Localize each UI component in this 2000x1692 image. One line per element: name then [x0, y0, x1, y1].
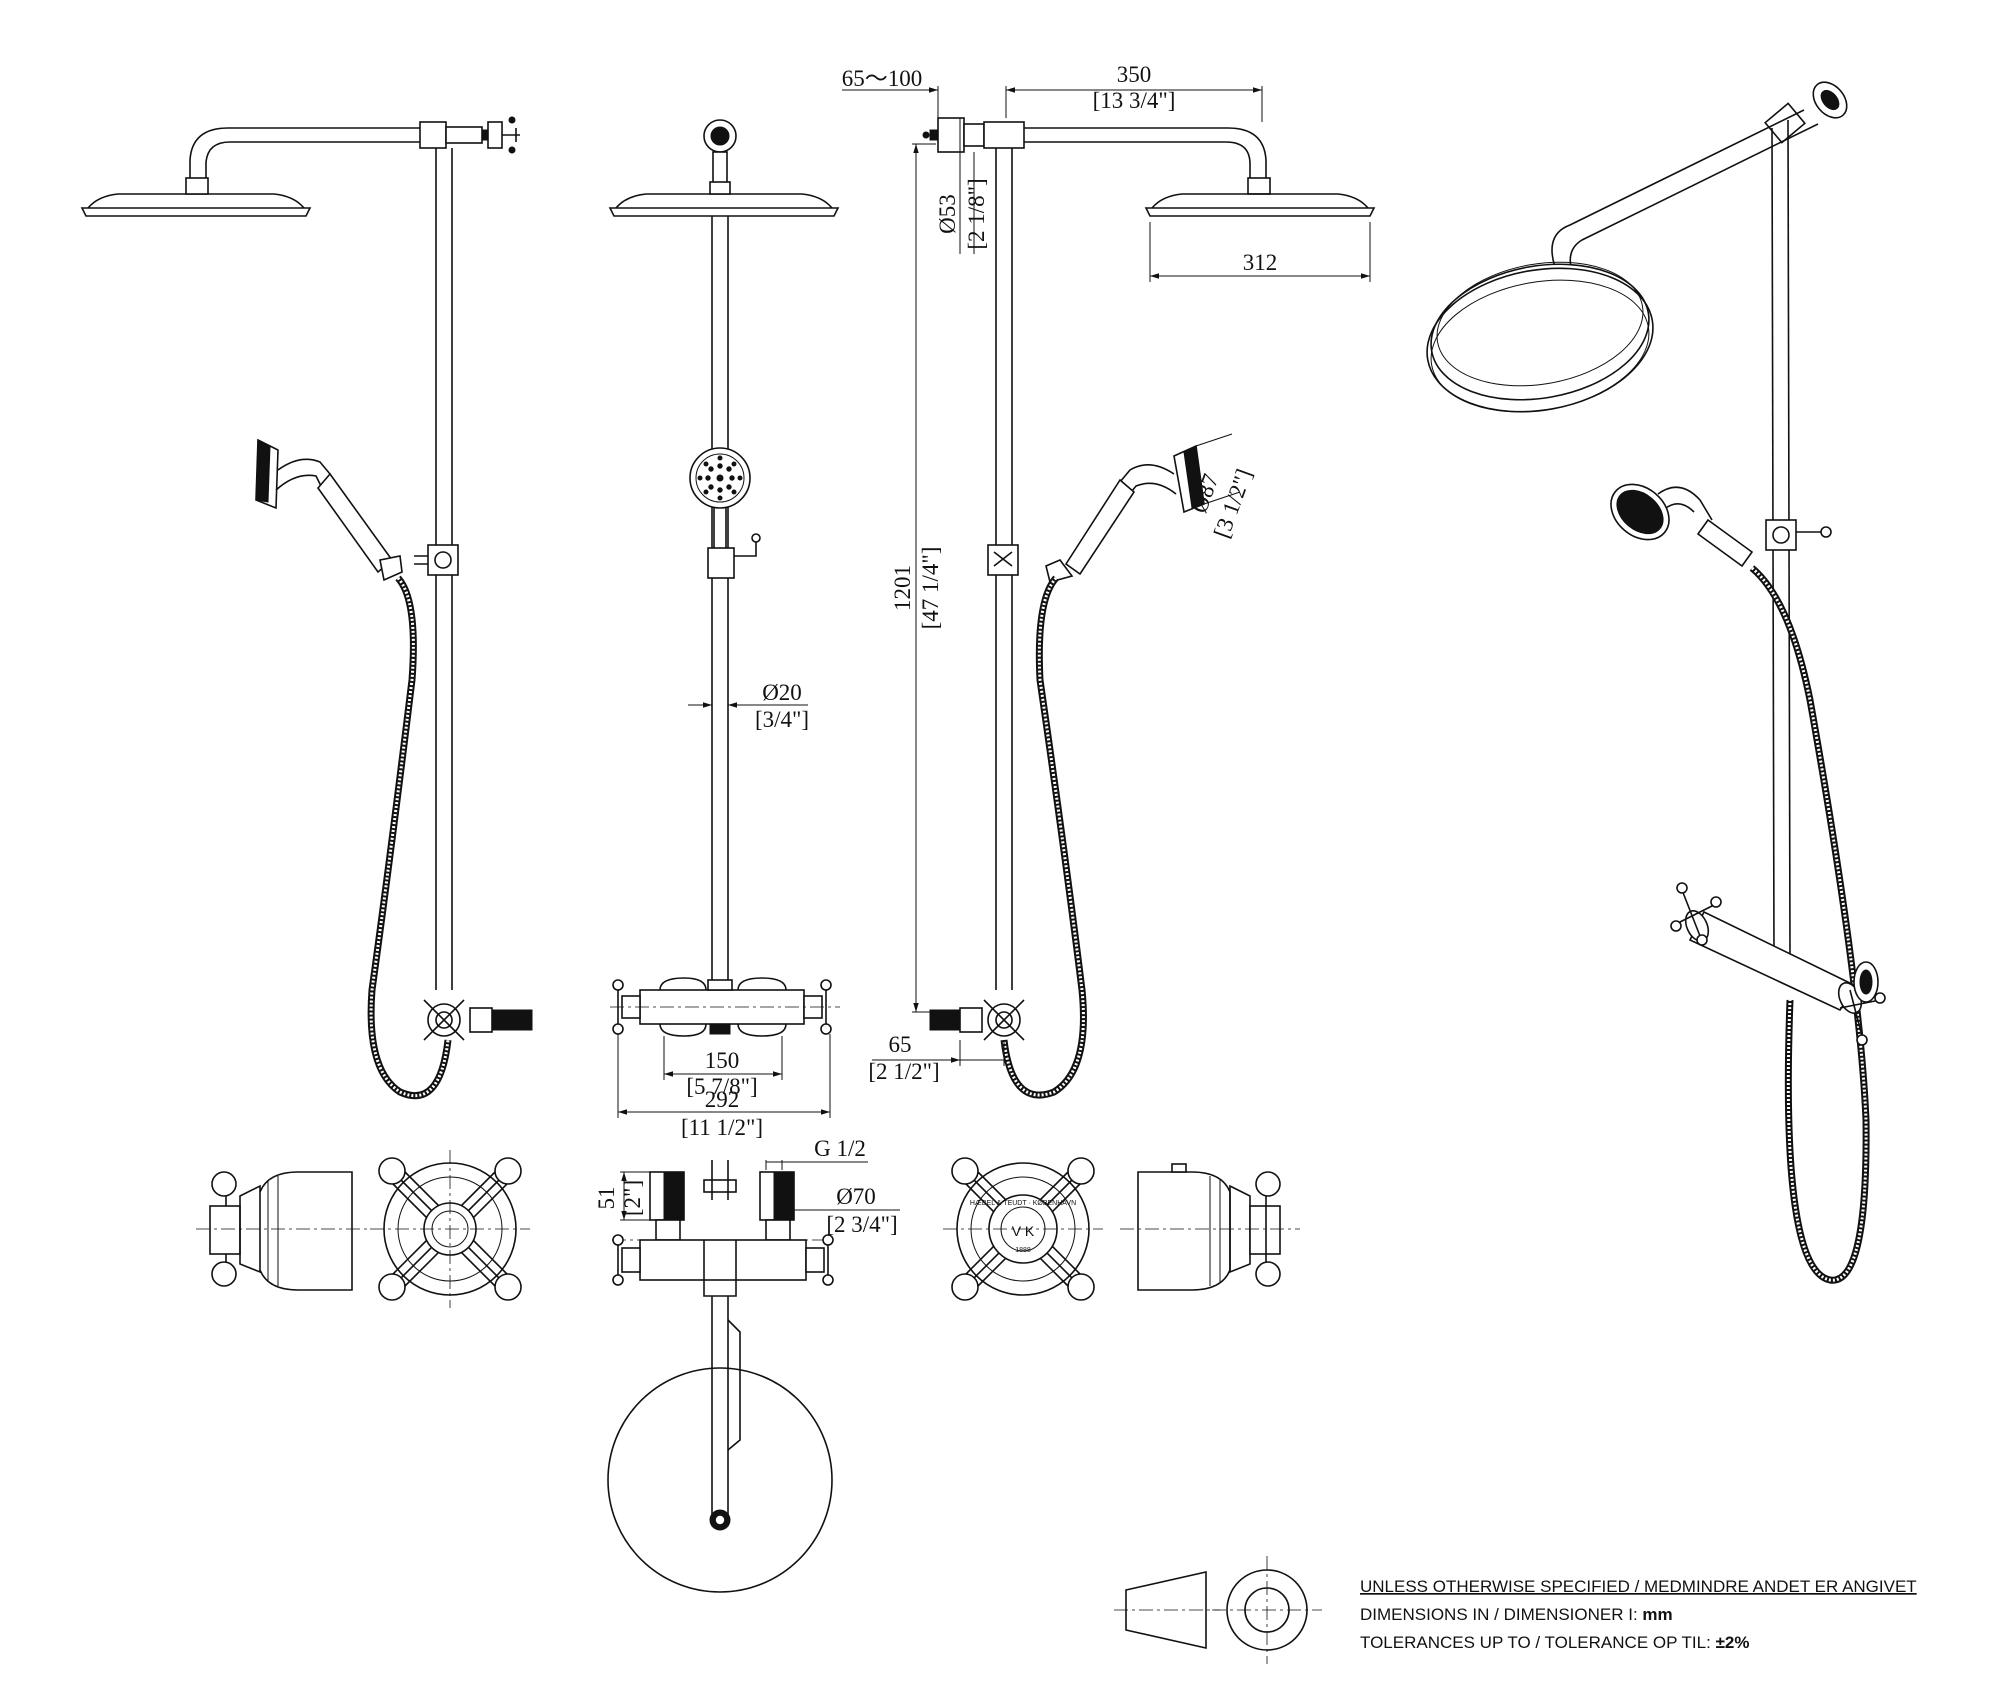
note-line-2-unit: mm: [1642, 1605, 1672, 1624]
dim-head-diameter: 312: [1243, 250, 1278, 275]
dim-height: 1201: [890, 565, 915, 611]
dim-arm-length-in: [13 3/4"]: [1093, 88, 1176, 113]
perspective-view: [1426, 81, 1886, 1284]
dim-arm-length: 350: [1117, 62, 1152, 87]
dim-riser-diameter-in: [3/4"]: [755, 707, 809, 732]
handle-front-left: [370, 1150, 530, 1308]
handle-ring-text: HÆBEL & TEUDT · KØBENHAVN: [970, 1200, 1076, 1207]
mixer-top-view: [607, 1160, 836, 1593]
side-view-left: [80, 116, 533, 1100]
handle-year: 1888: [1015, 1247, 1031, 1254]
dim-inlet-depth-in: [2"]: [620, 1180, 645, 1216]
note-line-2-label: DIMENSIONS IN / DIMENSIONER I:: [1360, 1605, 1642, 1624]
dimension-lines: [617, 86, 1371, 1221]
dim-overall-width-in: [11 1/2"]: [681, 1115, 763, 1140]
handle-monogram: V K: [1012, 1223, 1035, 1239]
dim-centers: 150: [705, 1048, 740, 1073]
note-line-3: TOLERANCES UP TO / TOLERANCE OP TIL: ±2%: [1360, 1633, 1749, 1652]
note-line-2: DIMENSIONS IN / DIMENSIONER I: mm: [1360, 1605, 1673, 1624]
dim-overall-width: 292: [705, 1087, 740, 1112]
dim-wall-offset-in: [2 1/2"]: [868, 1059, 939, 1084]
note-line-3-label: TOLERANCES UP TO / TOLERANCE OP TIL:: [1360, 1633, 1716, 1652]
dim-flange-diameter-in: [2 1/8"]: [964, 178, 989, 249]
general-notes: UNLESS OTHERWISE SPECIFIED / MEDMINDRE A…: [1360, 1577, 1917, 1652]
dim-inlet-depth: 51: [594, 1187, 619, 1210]
note-line-3-value: ±2%: [1716, 1633, 1750, 1652]
handle-side-right: [1120, 1163, 1300, 1291]
side-view-right: [922, 117, 1376, 1099]
dim-riser-diameter: Ø20: [762, 680, 802, 705]
note-line-1: UNLESS OTHERWISE SPECIFIED / MEDMINDRE A…: [1360, 1577, 1917, 1596]
dim-offset: 65～100: [842, 66, 923, 91]
front-view-center: [608, 119, 840, 1037]
dim-wall-offset: 65: [889, 1032, 912, 1057]
dim-centers-in: [5 7/8"]: [686, 1074, 757, 1099]
dim-thread: G 1/2: [814, 1136, 866, 1161]
dim-flange-diameter: Ø53: [935, 194, 960, 234]
handle-front-right: HÆBEL & TEUDT · KØBENHAVN V K 1888: [943, 1157, 1103, 1301]
projection-symbol: [1114, 1556, 1322, 1664]
dim-escutcheon-diameter-in: [2 3/4"]: [826, 1212, 897, 1237]
dimension-labels: 65～100 350 [13 3/4"] 312 Ø53 [2 1/8"] 12…: [594, 62, 1277, 1237]
handle-side-left: [196, 1171, 370, 1291]
dim-escutcheon-diameter: Ø70: [836, 1184, 876, 1209]
dim-height-in: [47 1/4"]: [918, 547, 943, 630]
